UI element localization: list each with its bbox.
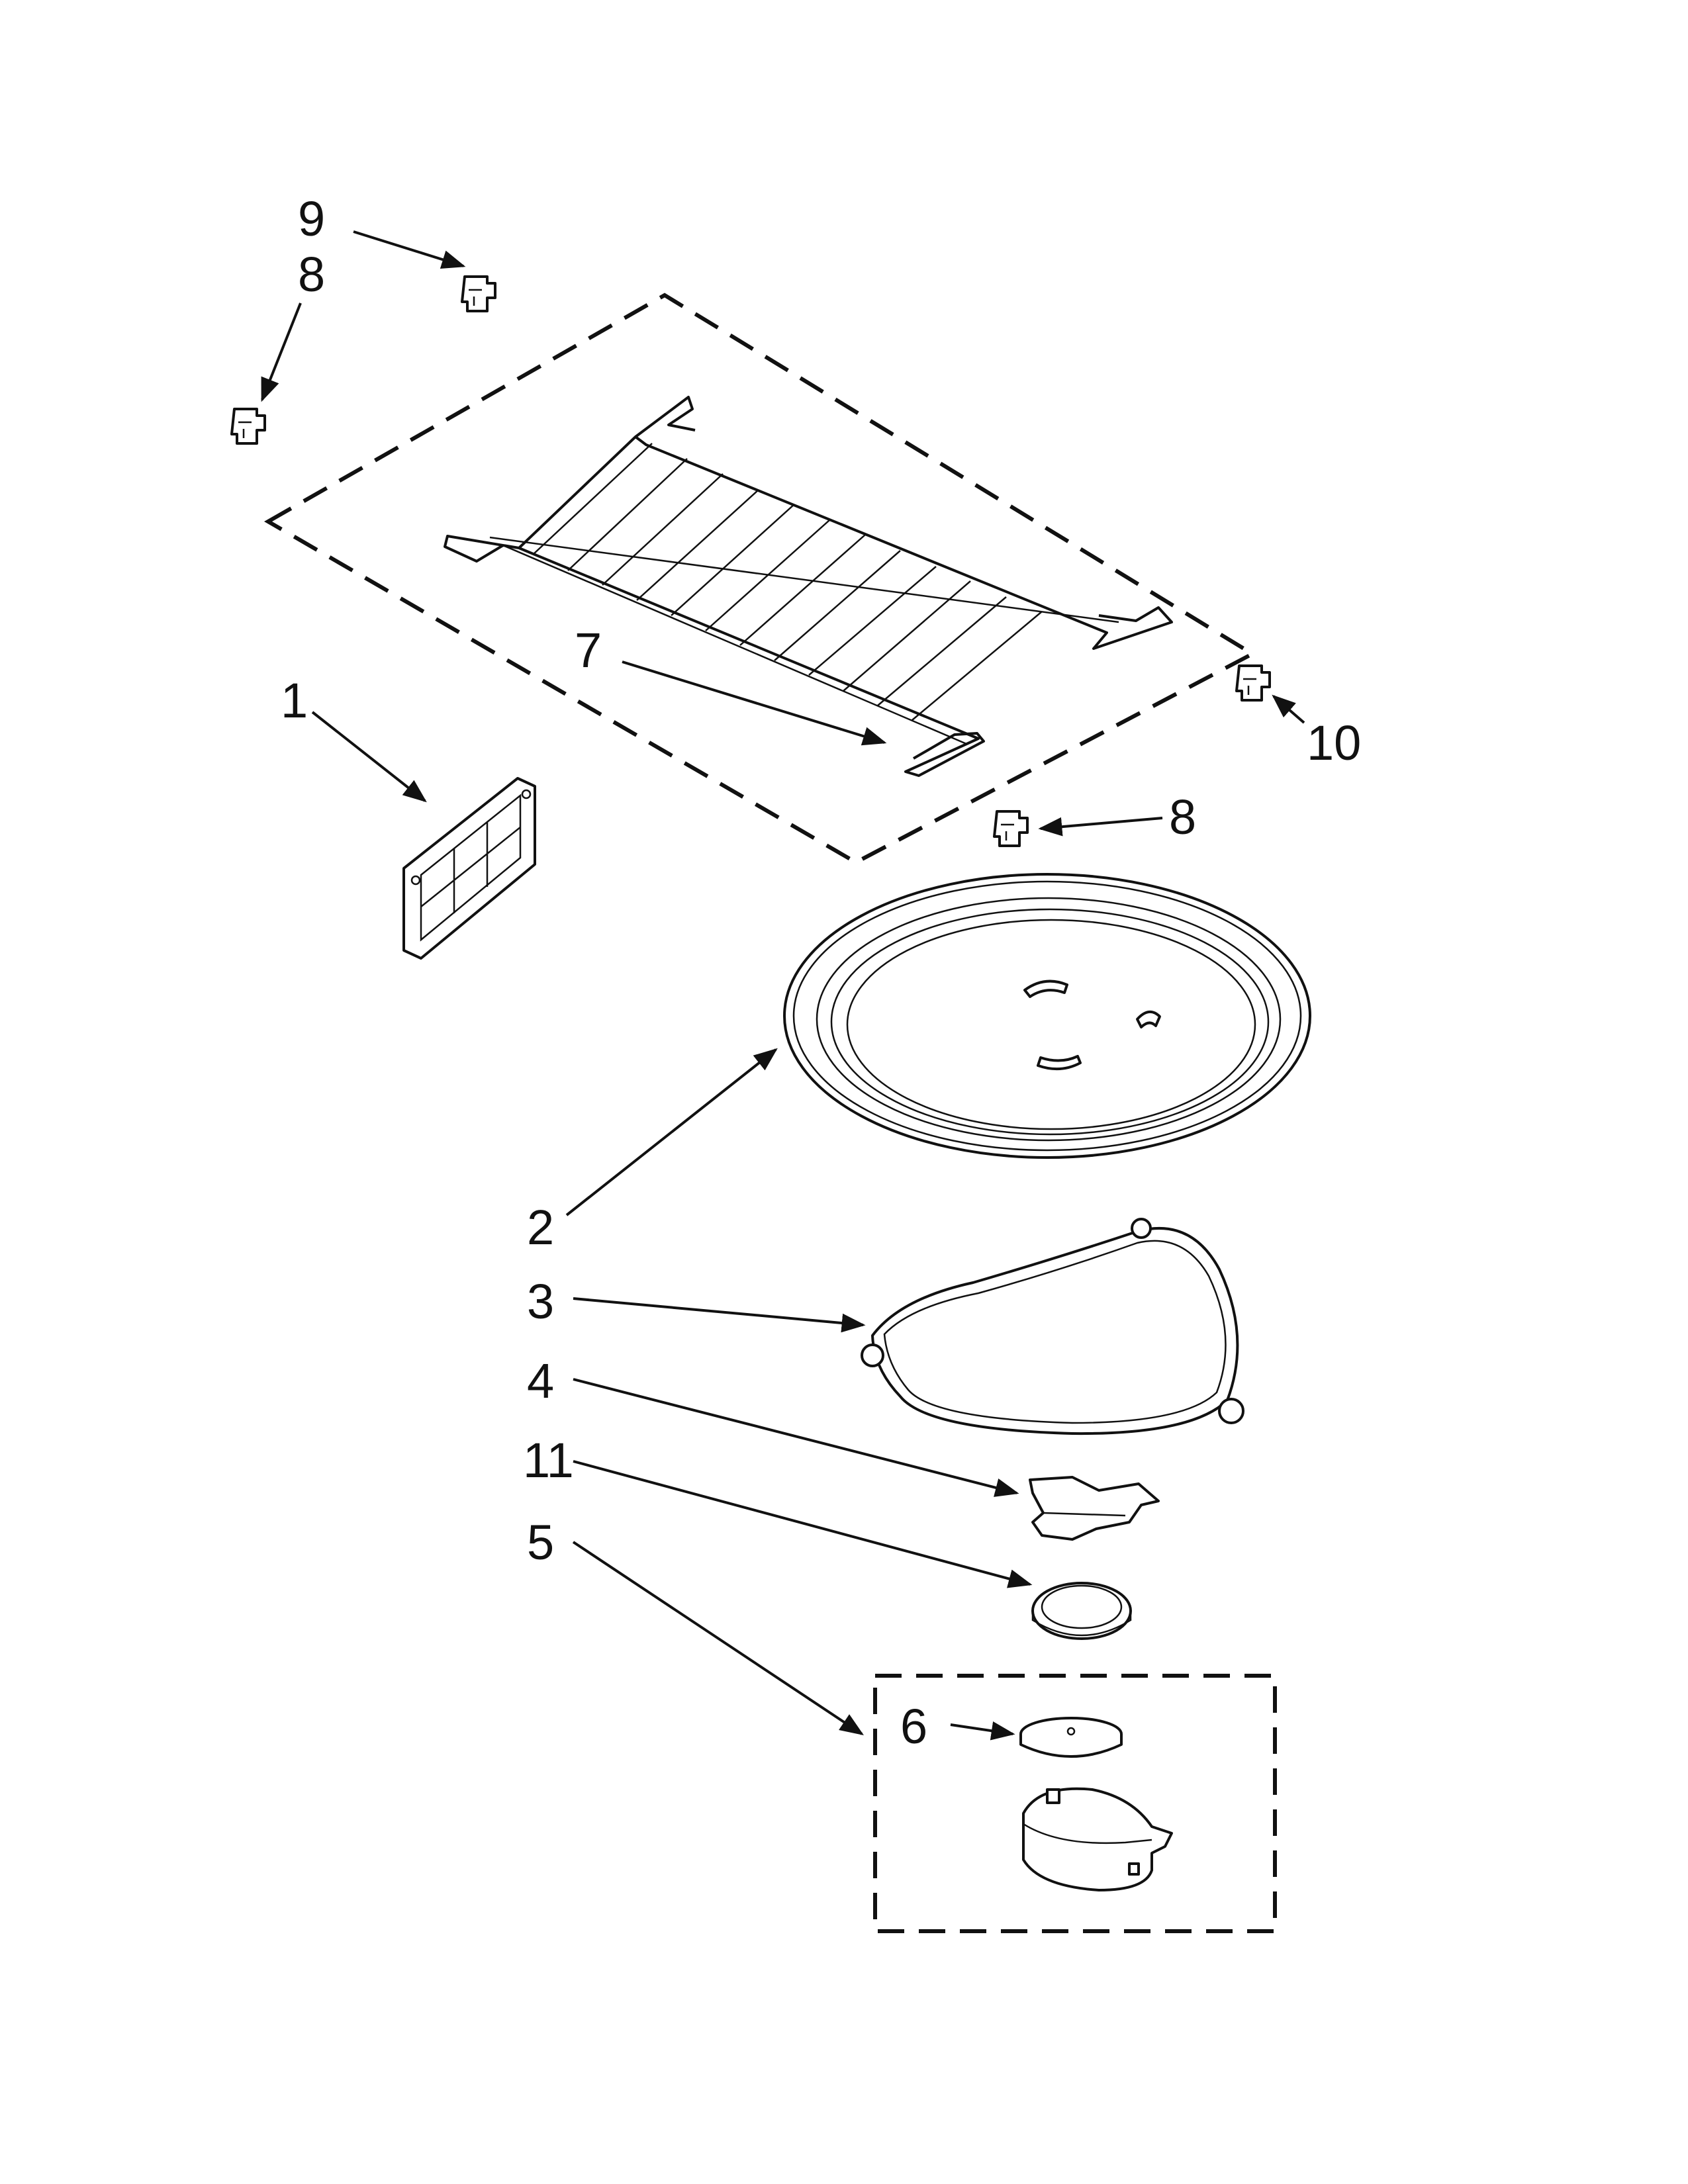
callout-4: 4: [527, 1353, 554, 1408]
part-9-clip: [461, 275, 496, 312]
callout-2: 2: [527, 1200, 554, 1255]
callout-11: 11: [523, 1433, 574, 1488]
rack-group-dashed-outline: [263, 293, 1257, 865]
callout-9: 9: [298, 191, 325, 246]
part-8-clip-upper: [230, 408, 266, 445]
callout-7: 7: [575, 623, 602, 678]
part-10-clip: [1235, 664, 1271, 702]
callout-8: 8: [298, 247, 325, 302]
part-7-wire-rack: [444, 396, 1173, 777]
callout-8: 8: [1169, 790, 1196, 844]
part-3-roller-ring: [861, 1218, 1244, 1435]
callout-3: 3: [527, 1274, 554, 1329]
leader-lines: [261, 230, 1305, 1741]
callout-10: 10: [1307, 715, 1361, 770]
part-11-ring: [1031, 1582, 1132, 1640]
part-5-motor: [1022, 1787, 1173, 1891]
part-8-clip-lower: [993, 810, 1029, 847]
part-4-coupler: [1029, 1476, 1160, 1541]
part-6-motor-cap: [1019, 1717, 1123, 1758]
callout-6: 6: [900, 1699, 927, 1754]
callout-5: 5: [527, 1515, 554, 1570]
part-2-turntable-tray: [783, 873, 1311, 1159]
callout-1: 1: [281, 673, 308, 728]
part-1-filter: [402, 777, 536, 960]
